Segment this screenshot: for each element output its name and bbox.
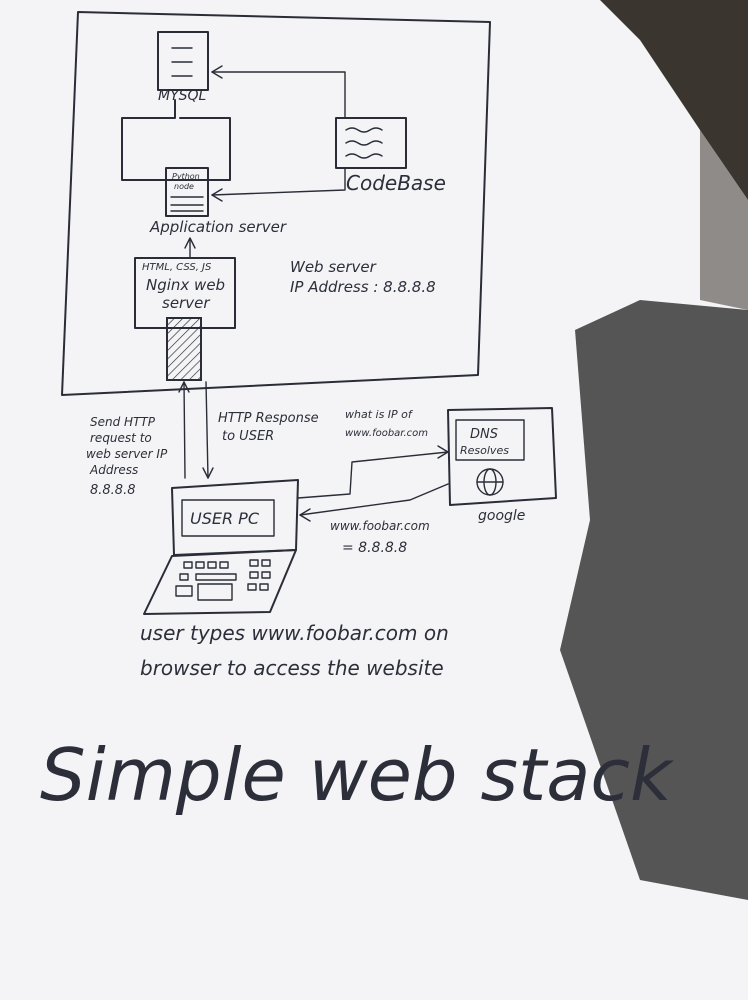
nginx-top-label: HTML, CSS, JS [142,262,212,273]
dns-label: DNS [470,427,498,442]
arrowhead [184,237,196,249]
diagram-title: Simple web stack [40,733,675,817]
application-server-box [121,99,231,181]
http-response-label: HTTP Response [218,411,319,426]
http-response-label-2: to USER [222,429,274,444]
nginx-label-2: server [162,294,210,312]
user-pc-node: USER PC [143,479,299,615]
user-pc-label: USER PC [190,509,260,528]
code-base-label: CodeBase [346,171,446,195]
mysql-node: MYSQL [157,31,209,104]
response-line [205,381,209,479]
arrowhead [299,508,311,522]
codebase-to-mysql-line [211,71,346,119]
paper-shadow-right [700,130,748,310]
dns-answer-label-2: = 8.8.8.8 [342,540,407,556]
google-label: google [478,508,525,524]
send-request-line-1: Send HTTP [90,415,156,429]
keyboard-keys [175,559,271,601]
laptop-display [181,499,275,537]
send-request-line-2: request to [90,431,152,445]
mysql-label: MYSQL [158,88,206,104]
application-server-label: Application server [149,218,287,236]
arrowhead [211,65,223,79]
dns-outer-box [447,407,557,506]
send-request-line-5: 8.8.8.8 [90,483,135,498]
request-line [183,381,186,479]
laptop-base [143,549,297,615]
web-server-label: Web server [290,258,377,276]
web-server-port [166,317,202,381]
arrowhead [178,381,190,393]
nginx-label: Nginx web [146,276,225,294]
web-server-ip-label: IP Address : 8.8.8.8 [290,278,436,296]
send-request-label: Send HTTP request to web server IP Addre… [86,415,168,498]
dns-node: DNS Resolves [447,407,557,506]
dns-label-2: Resolves [460,444,509,457]
dns-answer-line [299,483,449,516]
caption-line-1: user types www.foobar.com on [140,621,449,645]
caption-line-2: browser to access the website [140,656,444,680]
arrowhead [211,188,223,202]
python-node-label-2: node [174,182,194,191]
paper-shadow [560,300,748,900]
python-node-label: Python [172,172,200,181]
dns-query-label-2: www.foobar.com [345,428,428,439]
codebase-to-app-line [211,167,346,196]
dns-answer-label: www.foobar.com [330,519,430,533]
dns-query-label: what is IP of [345,408,414,421]
code-base-node: CodeBase [335,117,446,195]
send-request-line-3: web server IP [86,447,168,461]
dns-inner-box [455,419,525,461]
send-request-line-4: Address [89,463,138,477]
python-node: Python node [165,167,209,217]
nginx-node: HTML, CSS, JS Nginx web server [134,257,236,329]
web-server-box [61,11,491,396]
dns-query-line [297,451,449,499]
arrowhead [202,467,214,479]
